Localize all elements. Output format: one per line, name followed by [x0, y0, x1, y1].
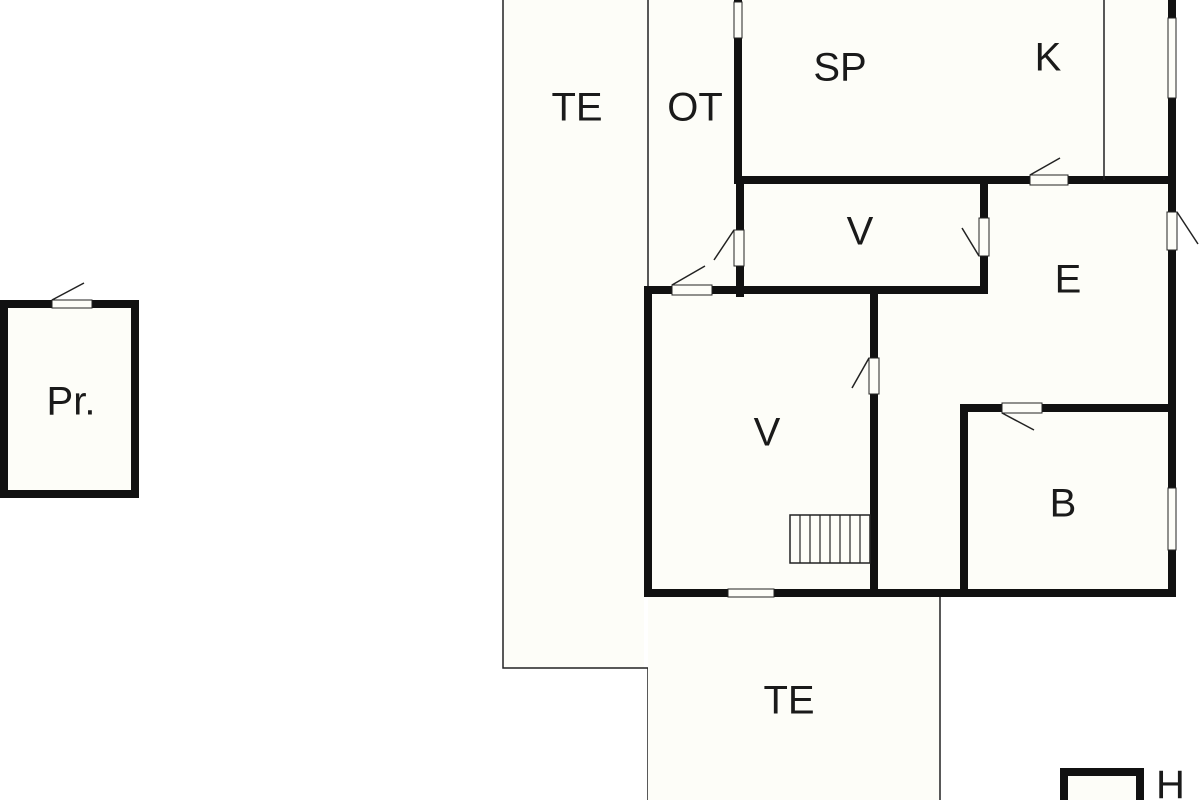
label-v-hall: V — [847, 210, 874, 254]
window-k-right — [1167, 17, 1177, 99]
door-b-room — [1001, 402, 1043, 414]
label-te-bottom: TE — [763, 679, 814, 723]
label-pr: Pr. — [47, 380, 96, 424]
house-interior — [648, 0, 1176, 593]
label-te-left: TE — [551, 86, 602, 130]
door-kitchen — [1029, 174, 1069, 186]
stairs — [789, 514, 871, 564]
window-b-right — [1167, 487, 1177, 551]
door-hall-right — [978, 217, 990, 257]
window-ot-top — [733, 1, 743, 39]
label-ot: OT — [667, 86, 723, 130]
outbuilding-pr — [0, 282, 139, 498]
door-v-room — [868, 357, 880, 395]
ot-area — [647, 0, 738, 290]
door-hall-left — [733, 229, 745, 267]
terrace-bottom — [648, 597, 941, 800]
label-v-room: V — [754, 411, 781, 455]
window-v-bottom — [727, 588, 775, 598]
label-b: B — [1050, 482, 1077, 526]
label-e: E — [1055, 258, 1082, 302]
label-h: H — [1156, 763, 1185, 800]
doors — [671, 157, 1199, 431]
door-ot-entry — [671, 284, 713, 296]
pr-door — [51, 299, 93, 309]
label-k: K — [1035, 36, 1062, 80]
door-exterior-e — [1166, 211, 1178, 251]
label-sp: SP — [813, 46, 866, 90]
room-labels: TE OT SP K V E V B TE Pr. H — [47, 36, 1185, 800]
pr-door-swing — [51, 282, 85, 301]
building-h — [1060, 768, 1144, 800]
windows — [727, 1, 1177, 598]
